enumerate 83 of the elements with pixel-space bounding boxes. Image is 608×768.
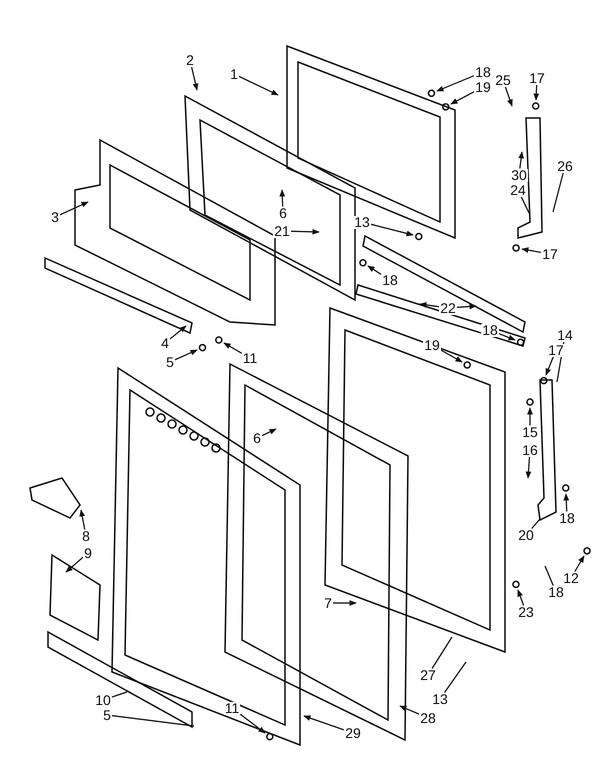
leader-line [174,349,198,360]
callout-number: 18 [547,586,565,598]
callout-number: 30 [510,168,528,182]
callout-number: 19 [423,338,441,352]
callout-number: 23 [517,606,535,618]
leader-line [303,715,344,731]
leader-line [544,566,554,586]
callout-number: 6 [278,206,288,220]
callout-number: 1 [229,68,239,80]
leader-line [456,304,477,310]
leader-line [517,589,524,606]
callout-number: 28 [419,712,437,724]
leader-line [279,189,286,207]
callout-number: 6 [252,432,262,444]
leader-line [527,407,533,426]
callout-number: 3 [50,210,60,224]
callout-number: 25 [494,74,512,86]
callout-number: 7 [323,596,333,610]
callout-number: 29 [344,726,362,740]
leader-line [262,428,277,436]
leader-line [498,332,516,341]
callout-number: 21 [273,224,291,238]
callout-number: 18 [481,324,499,336]
leader-line [112,715,194,727]
callout-number: 12 [562,572,580,584]
callout-number: 18 [381,274,399,286]
callout-number: 10 [94,694,112,706]
leader-line [432,636,452,669]
callout-number: 14 [556,328,574,342]
callout-number: 22 [439,302,457,314]
callout-number: 17 [547,344,565,356]
leader-line [545,356,554,376]
callout-number: 11 [242,352,258,364]
callout-number: 18 [558,512,576,524]
callout-number: 17 [541,248,559,260]
callout-number: 19 [474,80,492,94]
callout-number: 4 [160,336,170,350]
leader-line [240,714,266,734]
leader-line [419,302,440,308]
leader-line [223,342,242,354]
leader-line [563,493,570,512]
leader-line [552,172,564,212]
callout-number: 5 [165,356,175,368]
callout-number: 18 [474,66,492,78]
leader-line [79,509,86,530]
leader-line [370,224,414,236]
callout-number: 26 [556,160,574,172]
leader-line [332,600,357,606]
leader-line [190,66,198,91]
leader-line [574,555,585,572]
leader-line [526,456,532,479]
leader-line [504,86,513,107]
callout-number: 27 [419,668,437,682]
leader-line [436,75,474,92]
callout-number: 15 [521,426,539,438]
leader-line [450,91,474,105]
leader-line [170,326,187,340]
leader-line [518,151,524,169]
leader-line [556,341,564,382]
callout-number: 17 [528,72,546,84]
callout-number: 24 [509,184,527,196]
leader-line [65,556,84,572]
leader-line [531,518,540,529]
leader-line [60,201,89,216]
callout-number: 13 [353,216,371,228]
leader-line [399,705,420,715]
leader-line [112,691,128,698]
callout-number: 16 [521,444,539,456]
callout-number: 5 [102,708,112,722]
leader-line [444,662,466,693]
leader-line [533,84,540,101]
leader-line [440,349,463,363]
leader-line [521,247,542,254]
leader-line [520,196,531,216]
callout-number: 2 [185,54,195,66]
leader-line [290,228,320,235]
callout-number: 8 [81,530,91,542]
callout-number: 11 [224,702,240,714]
callout-number: 13 [431,692,449,706]
leader-line [367,266,382,275]
callout-number: 9 [83,546,93,560]
leader-line [238,76,279,96]
callout-number: 20 [517,528,535,542]
